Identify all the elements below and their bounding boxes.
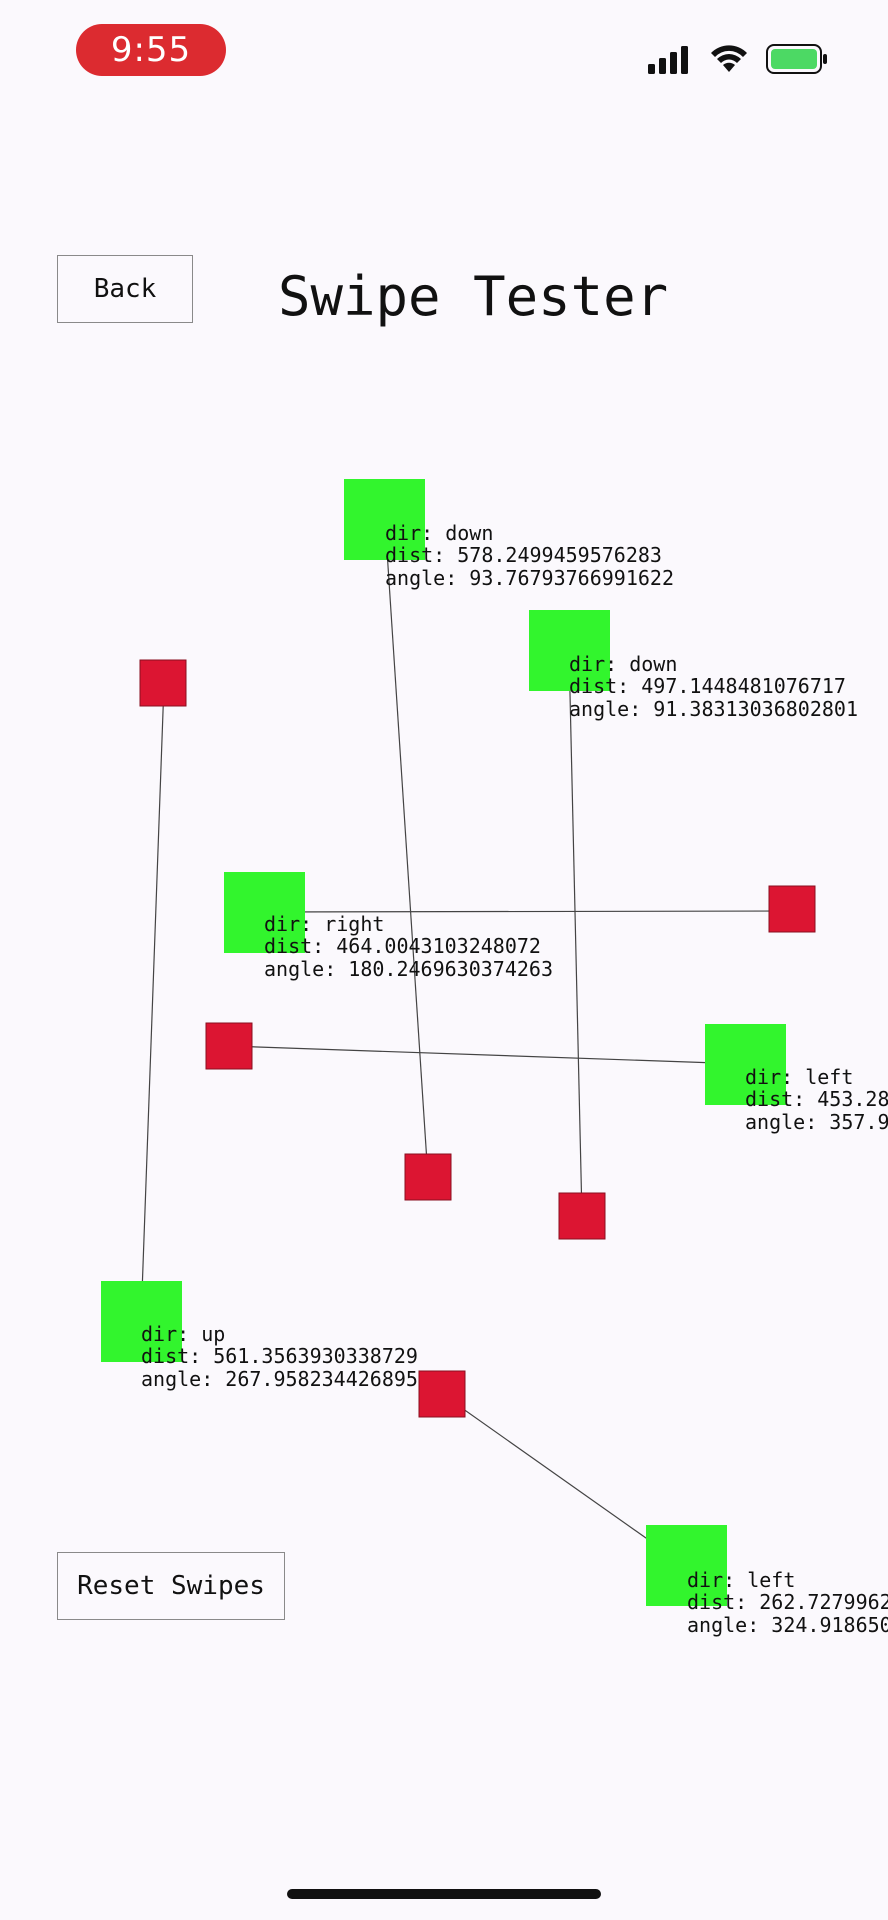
swipe-trail — [263, 910, 793, 913]
swipe-record: dir: down dist: 497.1448481076717 angle:… — [529, 610, 858, 1240]
swipe-angle-label: angle: 93.76793766991622 — [385, 566, 674, 590]
swipe-dir-label: dir: right — [264, 912, 384, 936]
cellular-signal-icon — [648, 46, 688, 74]
page-title: Swipe Tester — [278, 265, 669, 328]
swipe-dir-label: dir: down — [385, 521, 493, 545]
swipe-record: dir: down dist: 578.2499459576283 angle:… — [344, 479, 674, 1201]
swipe-start-marker — [705, 1024, 786, 1105]
swipe-dist-label: dist: 453.282 — [745, 1087, 888, 1111]
swipe-start-marker — [646, 1525, 727, 1606]
swipe-end-marker — [768, 885, 816, 933]
swipe-trail — [140, 683, 165, 1322]
swipe-start-marker — [101, 1281, 182, 1362]
swipe-record: dir: right dist: 464.0043103248072 angle… — [224, 872, 816, 981]
swipe-angle-label: angle: 357.97 — [745, 1110, 888, 1134]
swipe-angle-label: angle: 180.2469630374263 — [264, 957, 553, 981]
home-indicator[interactable] — [287, 1889, 601, 1899]
swipe-trail — [228, 1045, 746, 1065]
swipe-dist-label: dist: 578.2499459576283 — [385, 543, 662, 567]
swipe-dir-label: dir: up — [141, 1322, 225, 1346]
swipe-record: dir: left dist: 262.72799622 angle: 324.… — [418, 1370, 888, 1637]
swipe-start-marker — [529, 610, 610, 691]
swipe-dir-label: dir: left — [687, 1568, 795, 1592]
wifi-icon — [711, 45, 747, 72]
swipe-angle-label: angle: 91.38313036802801 — [569, 697, 858, 721]
swipe-dir-label: dir: down — [569, 652, 677, 676]
swipe-trail — [441, 1393, 688, 1568]
swipe-start-marker — [344, 479, 425, 560]
swipe-end-marker — [404, 1153, 452, 1201]
swipe-end-marker — [558, 1192, 606, 1240]
status-icons — [648, 40, 838, 76]
swipe-trail — [384, 519, 429, 1179]
swipe-record: dir: left dist: 453.282 angle: 357.97 — [205, 1022, 888, 1134]
swipe-dist-label: dist: 262.72799622 — [687, 1590, 888, 1614]
swipe-record: dir: up dist: 561.3563930338729 angle: 2… — [101, 659, 430, 1391]
battery-icon — [766, 44, 827, 74]
back-button[interactable]: Back — [57, 255, 193, 323]
swipe-angle-label: angle: 267.9582344268958 — [141, 1367, 430, 1391]
swipe-trail — [568, 649, 583, 1218]
swipe-dist-label: dist: 561.3563930338729 — [141, 1344, 418, 1368]
swipe-end-marker — [205, 1022, 253, 1070]
swipe-dir-label: dir: left — [745, 1065, 853, 1089]
swipe-dist-label: dist: 497.1448481076717 — [569, 674, 846, 698]
swipe-end-marker — [139, 659, 187, 707]
reset-swipes-button[interactable]: Reset Swipes — [57, 1552, 285, 1620]
swipe-angle-label: angle: 324.9186506 — [687, 1613, 888, 1637]
swipe-end-marker — [418, 1370, 466, 1418]
swipe-dist-label: dist: 464.0043103248072 — [264, 934, 541, 958]
swipe-start-marker — [224, 872, 305, 953]
status-time: 9:55 — [76, 24, 226, 76]
